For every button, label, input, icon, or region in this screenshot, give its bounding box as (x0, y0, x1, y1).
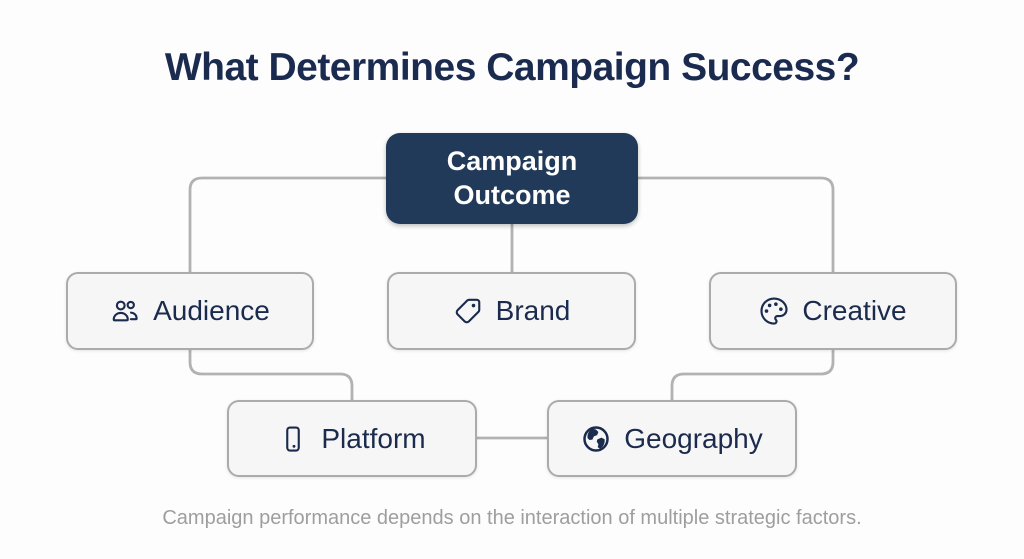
tag-icon (453, 296, 483, 326)
node-label: Geography (624, 422, 763, 454)
node-label: Brand (495, 295, 571, 326)
smartphone-icon (278, 424, 308, 454)
node-label: Audience (153, 295, 270, 326)
node-geography: Geography (547, 400, 797, 477)
page-title: What Determines Campaign Success? (164, 46, 860, 89)
node-audience: Audience (66, 272, 314, 350)
connector-creative-geography (670, 350, 835, 400)
connector-outcome-creative (638, 176, 835, 272)
node-creative: Creative (709, 272, 957, 350)
node-campaign-outcome: Campaign Outcome (386, 133, 638, 224)
people-icon (110, 296, 140, 326)
connector-audience-platform (188, 350, 354, 400)
globe-icon (581, 424, 611, 454)
connector-outcome-audience (188, 176, 386, 272)
node-brand: Brand (387, 272, 636, 350)
caption-text: Campaign performance depends on the inte… (162, 507, 862, 529)
node-label: Campaign Outcome (446, 145, 578, 210)
palette-icon (759, 296, 789, 326)
node-platform: Platform (227, 400, 477, 477)
node-label: Platform (321, 422, 426, 454)
node-label: Creative (802, 295, 907, 326)
